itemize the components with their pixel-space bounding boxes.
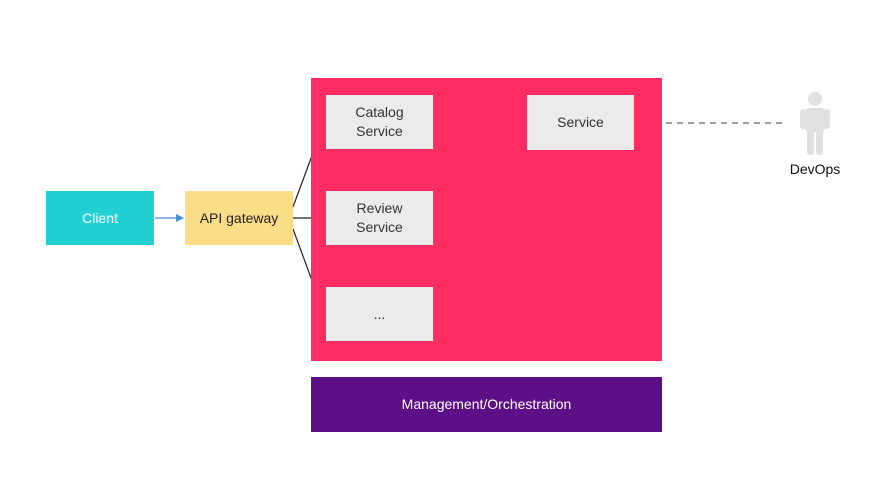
management-orchestration-label: Management/Orchestration xyxy=(401,396,572,412)
client-node: Client xyxy=(46,191,154,245)
more-services-label: ... xyxy=(373,305,386,322)
more-services-node: ... xyxy=(326,287,433,341)
management-orchestration-bar: Management/Orchestration xyxy=(311,377,662,432)
client-label: Client xyxy=(82,209,118,226)
api-gateway-node: API gateway xyxy=(185,191,293,245)
review-service-node: Review Service xyxy=(326,191,433,245)
api-gateway-label: API gateway xyxy=(199,209,279,226)
catalog-service-node: Catalog Service xyxy=(326,95,433,149)
service-label: Service xyxy=(557,114,604,130)
catalog-service-label: Catalog Service xyxy=(355,104,404,139)
devops-label: DevOps xyxy=(789,161,841,177)
person-icon xyxy=(800,92,830,155)
review-service-label: Review Service xyxy=(356,200,403,235)
service-node: Service xyxy=(527,95,634,150)
